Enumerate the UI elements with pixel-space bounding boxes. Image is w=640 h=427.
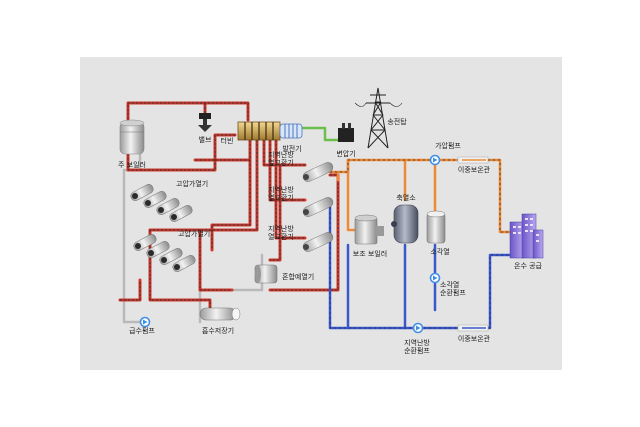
- pipes: [118, 101, 517, 330]
- dh-exchanger-1: [302, 162, 334, 182]
- label-pressure-pump: 가압펌프: [435, 141, 461, 150]
- valve-icon: [198, 113, 212, 132]
- hp-heater-group-2: [133, 234, 196, 272]
- label-line: 순환펌프: [440, 288, 466, 297]
- dh3-line: 지역난방: [268, 224, 294, 233]
- pump-icon: [429, 154, 441, 166]
- label-hot-water-supply: 온수 공급: [514, 262, 543, 270]
- label-transmission-tower: 송전탑: [387, 117, 407, 126]
- power-line: [298, 126, 342, 142]
- label-heat-storage: 축열소: [396, 193, 416, 202]
- label-line: 열교환기: [268, 193, 294, 202]
- dh2-line: 지역난방: [268, 185, 294, 194]
- aux-boiler: [354, 214, 384, 245]
- hp-heater-group-1: [130, 184, 193, 222]
- label-line: 순환펌프: [404, 346, 430, 355]
- double-pipe-1: [457, 156, 489, 164]
- dh1-line: 지역난방: [268, 150, 294, 159]
- icp-line: 소각열: [440, 281, 459, 289]
- transmission-tower-icon: [354, 87, 403, 149]
- label-double-pipe-2: 이중보온관: [458, 334, 491, 343]
- deaerator: [199, 307, 241, 321]
- label-main-boiler: 주 보일러: [118, 160, 146, 169]
- dh-exchanger-3: [302, 232, 334, 252]
- label-generator: 발전기: [282, 144, 301, 153]
- label-deaerator: 흡수저장기: [202, 326, 234, 335]
- label-double-pipe-1: 이중보온관: [458, 165, 491, 174]
- label-valve: 밸브: [199, 135, 212, 144]
- label-hp-heater-2: 고압가열기: [178, 229, 210, 238]
- label-mixed-heater: 혼합예열기: [282, 272, 314, 281]
- label-cooler: 소각열: [430, 248, 449, 256]
- dh-exchanger-2: [302, 197, 334, 217]
- pump-icon: [412, 322, 424, 334]
- generator: [279, 123, 303, 139]
- main-boiler: [119, 119, 145, 155]
- label-line: 열교환기: [268, 232, 294, 241]
- label-feed-pump: 급수펌프: [129, 326, 155, 335]
- label-transformer: 변압기: [336, 149, 355, 158]
- turbine: [237, 121, 281, 141]
- mixed-heater: [254, 264, 278, 284]
- label-hp-heater-1: 고압가열기: [176, 179, 208, 188]
- pump-icon: [429, 272, 441, 284]
- cooler-tank: [426, 210, 446, 244]
- double-pipe-2: [457, 324, 489, 332]
- building-icon: [509, 213, 544, 259]
- label-aux-boiler: 보조 보일러: [353, 249, 387, 258]
- heat-storage-tank: [391, 204, 419, 244]
- dhcp-line: 지역난방: [404, 338, 430, 347]
- steam-pipes: [118, 101, 340, 312]
- label-turbine: 터빈: [221, 136, 234, 145]
- pump-icon: [139, 316, 151, 328]
- labels: 주 보일러 밸브 터빈 발전기 변압기 송전탑 고압가열기 고압가열기 지역난방…: [118, 117, 543, 355]
- transformer: [338, 123, 354, 142]
- label-line: 열교환기: [268, 158, 294, 167]
